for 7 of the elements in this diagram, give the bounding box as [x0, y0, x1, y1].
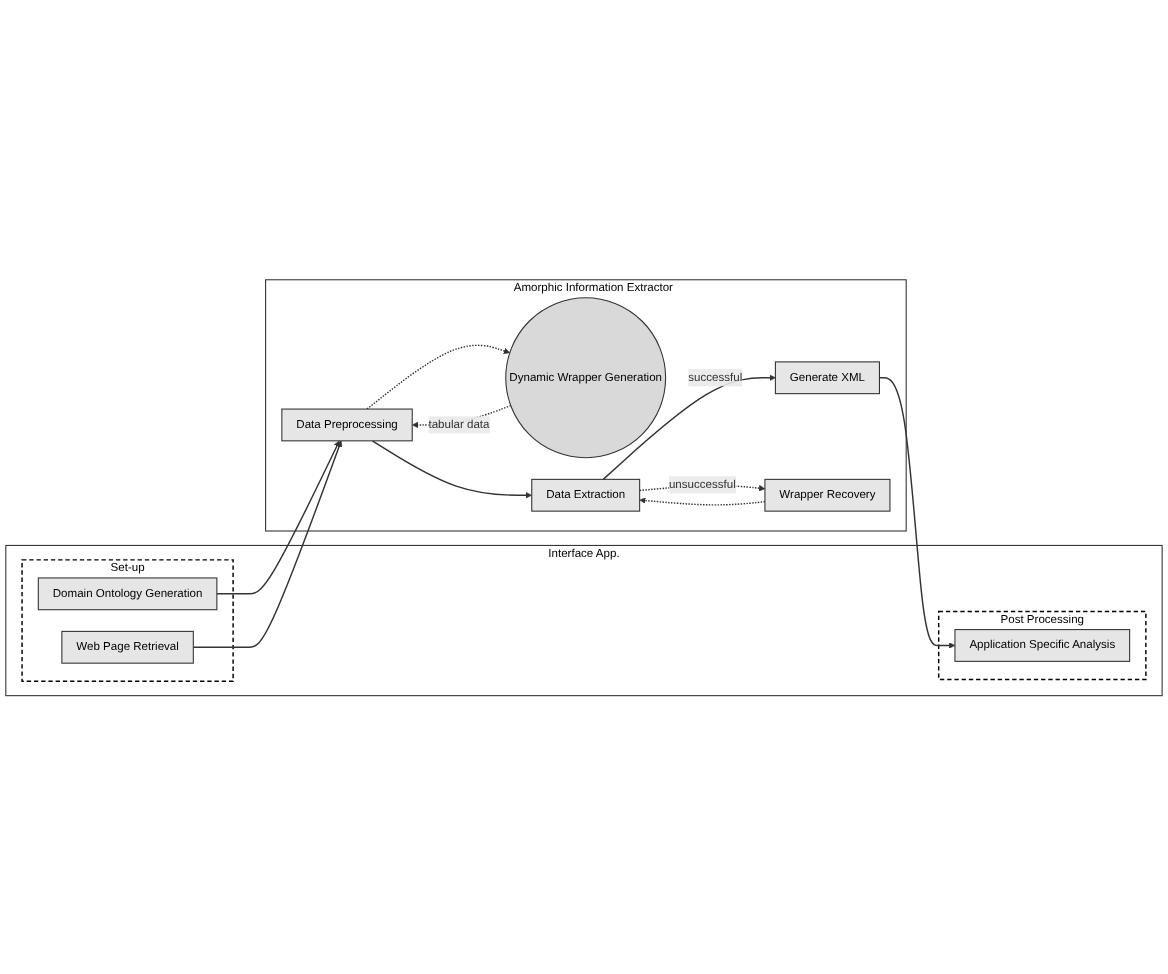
arrow	[878, 376, 956, 648]
arrow	[192, 439, 343, 648]
arrow	[371, 439, 533, 498]
arrow	[216, 439, 340, 594]
arrow	[639, 496, 766, 505]
arrow	[366, 343, 511, 410]
arrow	[602, 373, 776, 480]
